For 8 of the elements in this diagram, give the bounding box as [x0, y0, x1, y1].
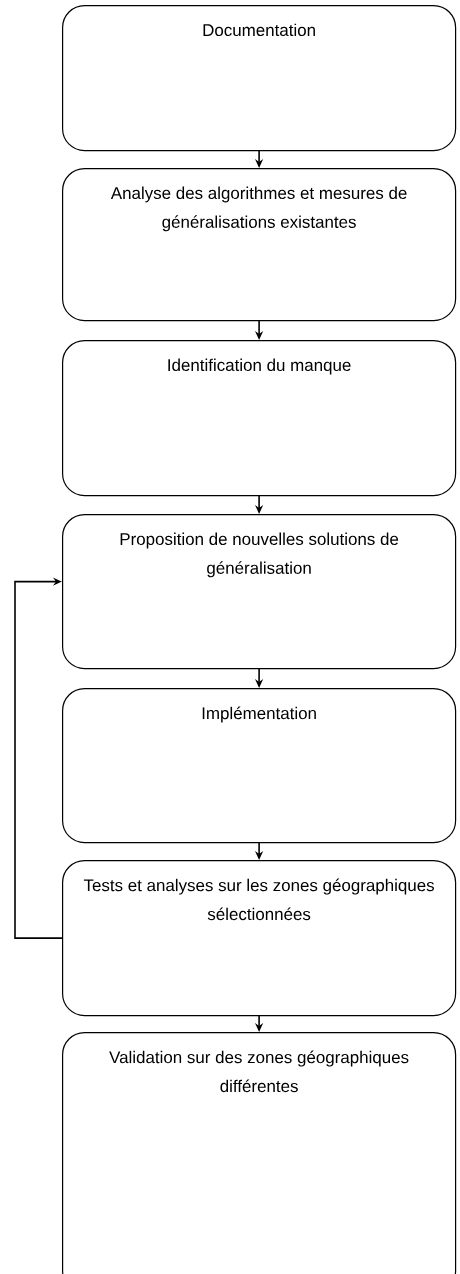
process-box: Analyse des algorithmes et mesures de généralisations existantes [62, 168, 457, 322]
process-box: Validation sur des zones géographiques différentes [62, 1032, 457, 1274]
process-box: Documentation [62, 5, 457, 152]
process-box: Proposition de nouvelles solutions de généralisation [62, 514, 457, 670]
process-box: Tests et analyses sur les zones géographiques sélectionnées [62, 860, 457, 1017]
process-box: Identification du manque [62, 340, 457, 497]
process-box: Implémentation [62, 688, 457, 844]
arrow [14, 577, 63, 939]
